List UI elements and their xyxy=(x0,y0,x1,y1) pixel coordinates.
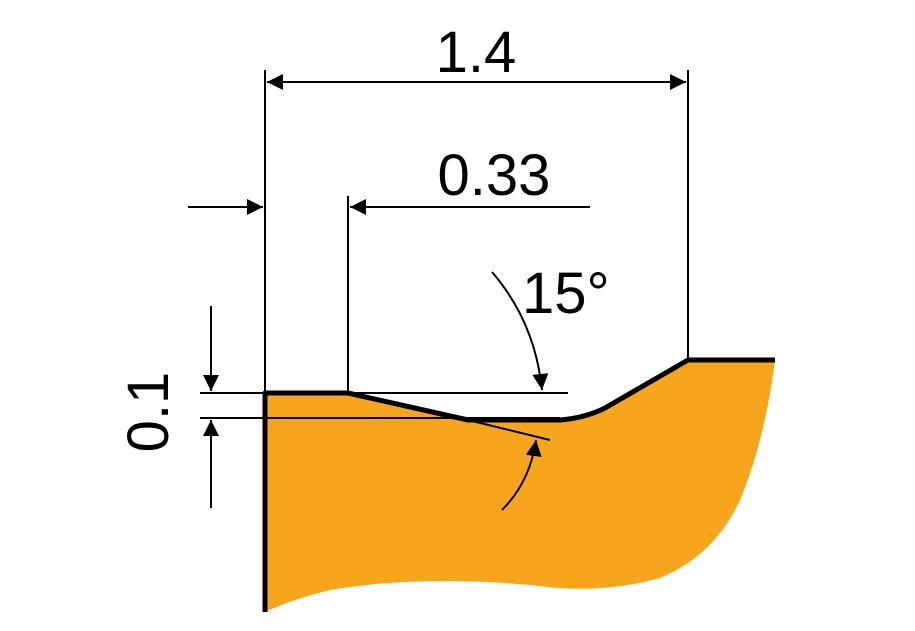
dimension-label-land-angle: 15° xyxy=(522,261,610,326)
extension-lines xyxy=(200,70,689,441)
dimension-label-land-depth: 0.1 xyxy=(116,372,181,453)
dimension-label-overall-width: 1.4 xyxy=(436,20,517,85)
dimension-land-width: 0.33 xyxy=(188,143,590,215)
dimension-label-land-width: 0.33 xyxy=(438,143,551,208)
dimension-land-depth: 0.1 xyxy=(116,306,219,508)
part-outline xyxy=(262,357,775,612)
dimension-land-angle: 15° xyxy=(491,261,610,511)
dimension-overall-width: 1.4 xyxy=(267,20,686,90)
